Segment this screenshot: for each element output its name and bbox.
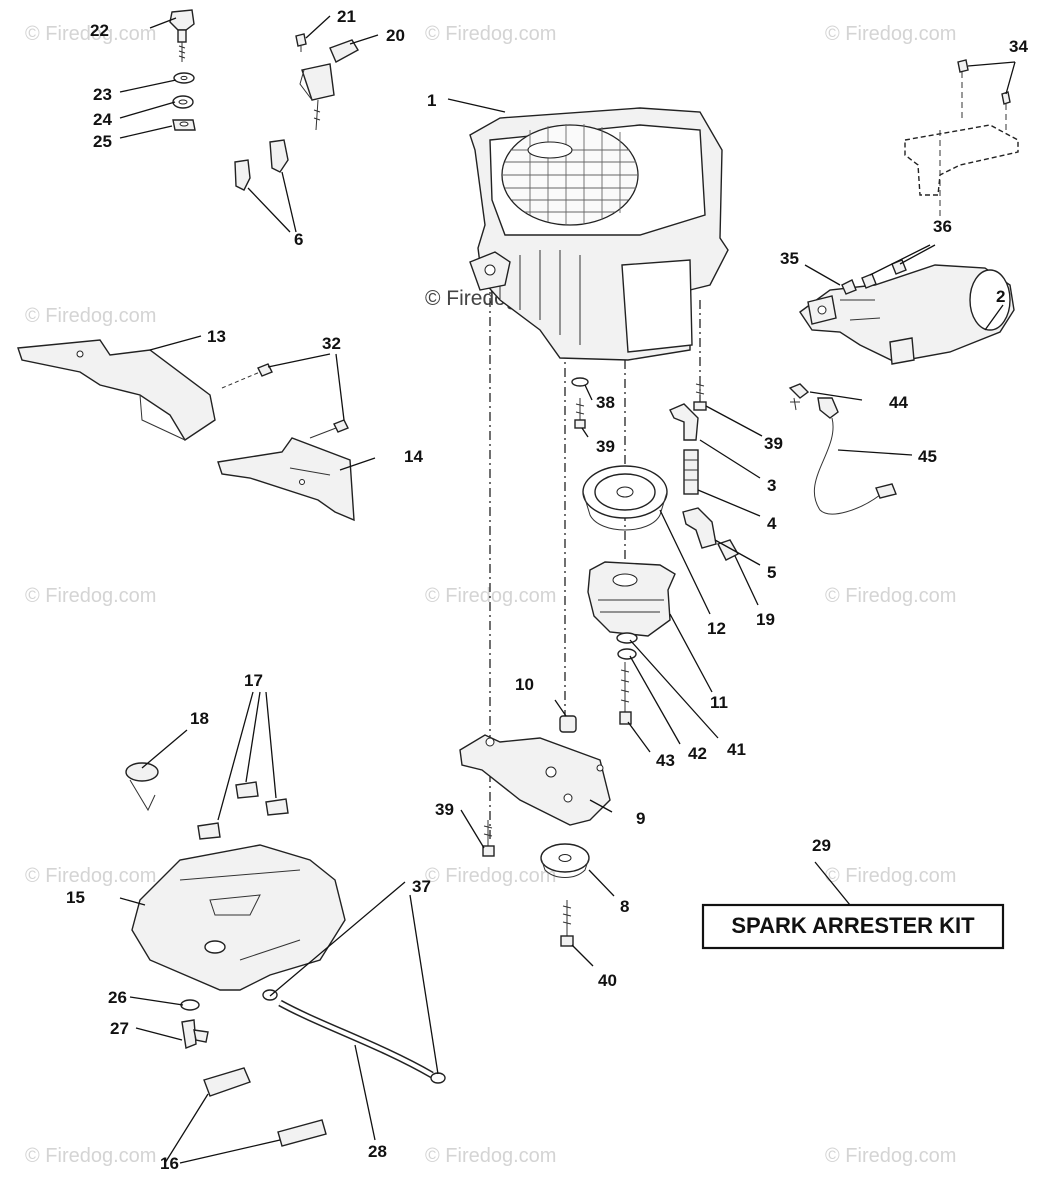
- callout-13: 13: [207, 327, 226, 346]
- muffler-part: [799, 259, 1015, 365]
- watermark: © Firedog.com: [25, 23, 156, 45]
- callout-1: 1: [427, 91, 436, 110]
- callout-12: 12: [707, 619, 726, 638]
- callout-40: 40: [598, 971, 617, 990]
- callout-39: 39: [764, 434, 783, 453]
- knob-assembly-part: [169, 9, 196, 131]
- watermark: © Firedog.com: [825, 865, 956, 887]
- wire-harness-part: [788, 383, 897, 515]
- callout-28: 28: [368, 1142, 387, 1161]
- watermark: © Firedog.com: [425, 1145, 556, 1167]
- callout-9: 9: [636, 809, 645, 828]
- callout-36: 36: [933, 217, 952, 236]
- callout-37: 37: [412, 877, 431, 896]
- oil-drain-fitting-part: [669, 403, 739, 561]
- callout-19: 19: [756, 610, 775, 629]
- spacer-part: [559, 715, 577, 733]
- pad-part: [197, 781, 289, 840]
- callout-29: 29: [812, 836, 831, 855]
- tank-fitting-part: [180, 999, 209, 1049]
- callout-24: 24: [93, 110, 112, 129]
- callout-18: 18: [190, 709, 209, 728]
- pto-clutch-part: [587, 561, 676, 637]
- watermark: © Firedog.com: [25, 865, 156, 887]
- callout-17: 17: [244, 671, 263, 690]
- callout-16: 16: [160, 1154, 179, 1173]
- callout-22: 22: [90, 21, 109, 40]
- throttle-bracket-part: [295, 33, 359, 131]
- idler-pulley-part: [540, 843, 590, 878]
- heat-shield-part: [17, 339, 216, 441]
- callout-8: 8: [620, 897, 629, 916]
- bolt-part: [482, 820, 574, 947]
- callout-20: 20: [386, 26, 405, 45]
- clip-part: [234, 139, 289, 191]
- callout-35: 35: [780, 249, 799, 268]
- callout-38: 38: [596, 393, 615, 412]
- block-part: [203, 1067, 327, 1147]
- callout-3: 3: [767, 476, 776, 495]
- callout-10: 10: [515, 675, 534, 694]
- callout-27: 27: [110, 1019, 129, 1038]
- spark-arrester-kit-box: SPARK ARRESTER KIT: [701, 903, 1005, 950]
- callout-39: 39: [596, 437, 615, 456]
- callout-11: 11: [710, 693, 728, 712]
- callout-4: 4: [767, 514, 777, 533]
- leader-lines: [119, 15, 1016, 1164]
- callout-6: 6: [294, 230, 303, 249]
- callout-26: 26: [108, 988, 127, 1007]
- callout-labels: 1 2 3 4 5 6 8 9 10 11 12 13 14 15 16 17 …: [66, 7, 1028, 1173]
- callout-5: 5: [767, 563, 776, 582]
- watermark: © Firedog.com: [425, 23, 556, 45]
- spark-arrester-kit-label: SPARK ARRESTER KIT: [731, 913, 975, 938]
- pulley-part: [582, 465, 668, 531]
- fuel-hose-part: [262, 989, 446, 1084]
- watermark: © Firedog.com: [25, 305, 156, 327]
- bolt-part: [221, 363, 349, 439]
- callout-42: 42: [688, 744, 707, 763]
- watermark-layer: © Firedog.com © Firedog.com © Firedog.co…: [25, 23, 956, 1167]
- watermark: © Firedog.com: [825, 585, 956, 607]
- callout-25: 25: [93, 132, 112, 151]
- watermark: © Firedog.com: [25, 585, 156, 607]
- fuel-cap-part: [125, 762, 159, 812]
- watermark: © Firedog.com: [425, 585, 556, 607]
- watermark: © Firedog.com: [425, 865, 556, 887]
- callout-15: 15: [66, 888, 85, 907]
- callout-34: 34: [1009, 37, 1028, 56]
- shield-part: [217, 437, 355, 522]
- mount-plate-part: [459, 734, 611, 826]
- muffler-bracket-part: [904, 59, 1019, 220]
- callout-44: 44: [889, 393, 908, 412]
- engine-part: [469, 107, 729, 840]
- callout-41: 41: [727, 740, 746, 759]
- watermark: © Firedog.com: [25, 1145, 156, 1167]
- callout-32: 32: [322, 334, 341, 353]
- callout-23: 23: [93, 85, 112, 104]
- callout-2: 2: [996, 287, 1005, 306]
- fuel-tank-part: [131, 844, 346, 991]
- callout-45: 45: [918, 447, 937, 466]
- callout-43: 43: [656, 751, 675, 770]
- callout-39: 39: [435, 800, 454, 819]
- watermark: © Firedog.com: [825, 1145, 956, 1167]
- clutch-bolt-part: [616, 632, 638, 725]
- callout-14: 14: [404, 447, 423, 466]
- watermark: © Firedog.com: [825, 23, 956, 45]
- callout-21: 21: [337, 7, 356, 26]
- mount-bolt-part: [571, 377, 707, 429]
